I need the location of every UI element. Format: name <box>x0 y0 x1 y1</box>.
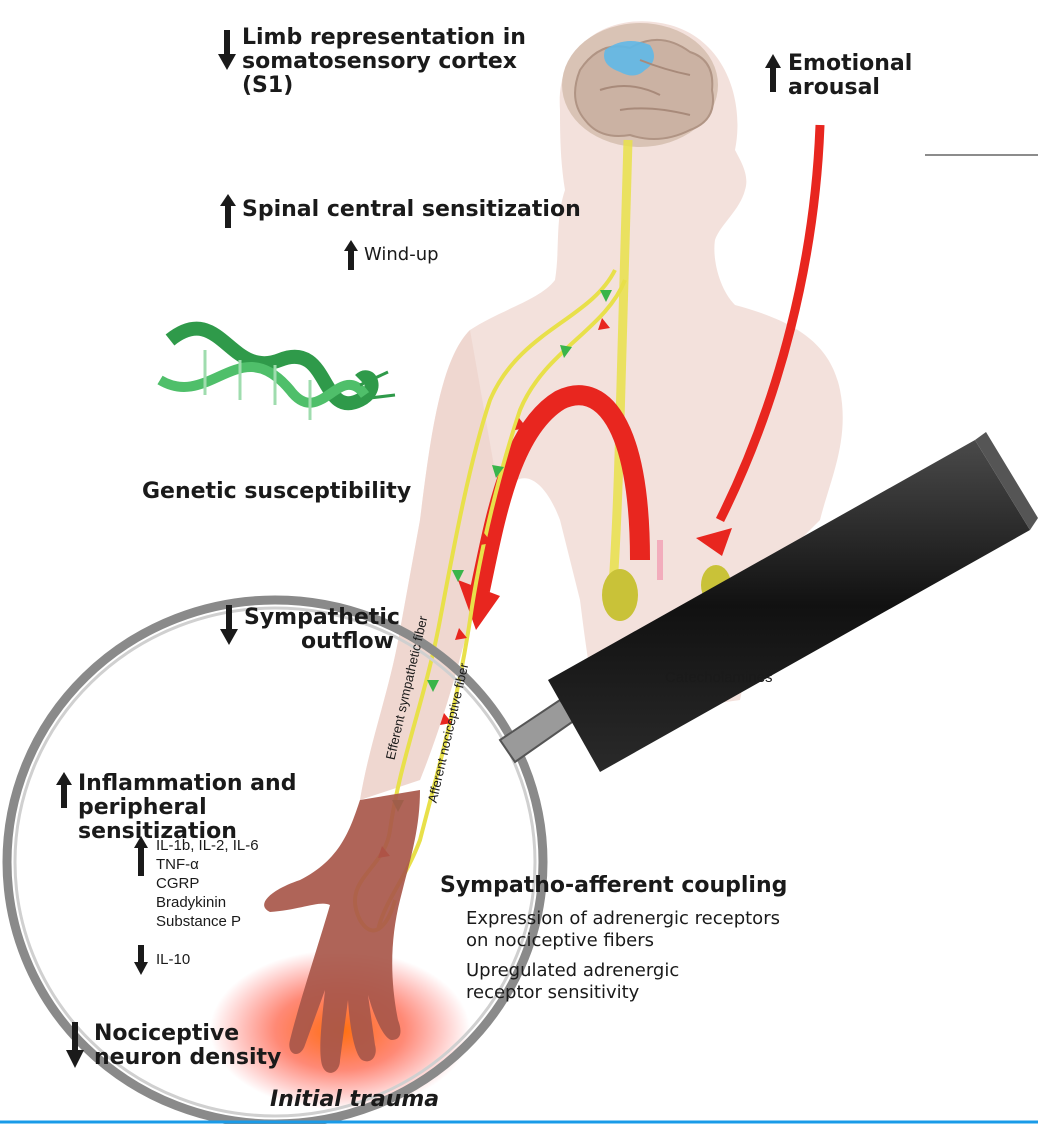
wind-up-label: Wind-up <box>364 244 439 266</box>
genetic-susceptibility-label: Genetic susceptibility <box>142 480 411 504</box>
sympathetic-outflow-label: Sympathetic outflow <box>244 606 394 654</box>
down-arrow-icon <box>218 30 236 70</box>
emotional-arousal-label: Emotional arousal <box>788 52 928 100</box>
list-item: Bradykinin <box>156 893 259 912</box>
initial-trauma-label: Initial trauma <box>270 1088 439 1112</box>
up-arrow-icon <box>765 54 781 92</box>
catecholamines-label: Catecholamines <box>665 668 773 687</box>
down-arrow-icon <box>220 605 238 645</box>
limb-representation-label: Limb representation in somatosensory cor… <box>242 26 542 98</box>
list-item: TNF-α <box>156 855 259 874</box>
list-item: Substance P <box>156 912 259 931</box>
spinal-central-sensitization-label: Spinal central sensitization <box>242 198 581 222</box>
upregulated-adrenergic-label: Upregulated adrenergic receptor sensitiv… <box>466 960 726 1004</box>
list-item: IL-1b, IL-2, IL-6 <box>156 836 259 855</box>
dna-helix <box>160 329 395 420</box>
down-arrow-icon <box>66 1022 84 1068</box>
up-arrow-icon <box>220 194 236 228</box>
il-10-label: IL-10 <box>156 950 190 969</box>
brain <box>562 23 718 147</box>
inflammation-label: Inflammation and peripheral sensitizatio… <box>78 772 358 844</box>
down-arrow-icon <box>134 945 148 975</box>
list-item: CGRP <box>156 874 259 893</box>
up-arrow-icon <box>56 772 72 808</box>
sympatho-afferent-coupling-label: Sympatho-afferent coupling <box>440 874 787 898</box>
expression-adrenergic-label: Expression of adrenergic receptors on no… <box>466 908 806 952</box>
cytokines-up-list: IL-1b, IL-2, IL-6 TNF-α CGRP Bradykinin … <box>156 836 259 931</box>
up-arrow-icon <box>344 240 358 270</box>
nociceptive-density-label: Nociceptive neuron density <box>94 1022 294 1070</box>
